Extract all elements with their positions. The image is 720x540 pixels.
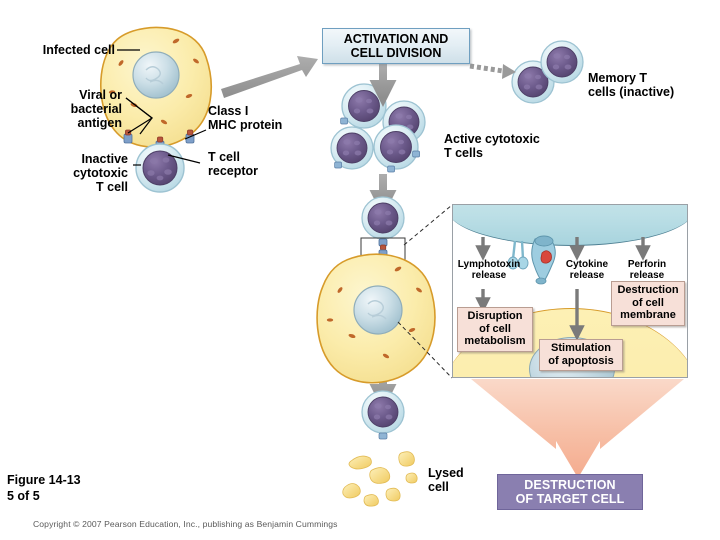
detail-panel-arrows	[475, 235, 651, 341]
arrow-lymphotoxin-1	[475, 237, 491, 261]
detail-panel-magnified: Lymphotoxin release Cytokine release Per…	[452, 204, 688, 378]
activation-cell-division-box: ACTIVATION AND CELL DIVISION	[322, 28, 470, 64]
active-cytotoxic-t-cells-label: Active cytotoxic T cells	[444, 132, 540, 160]
infected-cell-top	[100, 26, 212, 148]
lysing-t-cell	[361, 390, 405, 440]
infected-cell-label: Infected cell	[42, 43, 115, 57]
detail-callout-lines	[397, 204, 453, 379]
t-cell-receptor-label: T cell receptor	[208, 150, 259, 178]
disruption-metabolism-box: Disruption of cell metabolism	[457, 307, 533, 352]
copyright-notice: Copyright © 2007 Pearson Education, Inc.…	[33, 519, 338, 529]
arrow-lymphotoxin-2	[475, 289, 491, 313]
activation-arrow	[221, 56, 318, 98]
cytokine-vesicle	[531, 235, 556, 285]
class-i-mhc-protein-label: Class I MHC protein	[208, 104, 283, 132]
lymphotoxin-molecule	[507, 240, 529, 270]
cytokine-release-label: Cytokine release	[565, 259, 609, 282]
target-infected-cell	[316, 253, 436, 384]
arrow-cytokine-2	[569, 289, 585, 341]
destruction-of-target-cell-box: DESTRUCTION OF TARGET CELL	[497, 474, 643, 510]
destruction-funnel-arrow	[471, 379, 684, 478]
inactive-cytotoxic-t-cell-label: Inactive cytotoxic T cell	[73, 152, 128, 194]
figure-page: 5 of 5	[7, 489, 40, 503]
lymphotoxin-release-label: Lymphotoxin release	[457, 259, 521, 282]
memory-dotted-arrow	[469, 63, 516, 79]
inactive-cytotoxic-t-cell	[135, 143, 185, 193]
arrow-perforin-1	[635, 237, 651, 261]
destruction-membrane-box: Destruction of cell membrane	[611, 281, 685, 326]
memory-t-cells	[511, 40, 584, 104]
perforin-release-label: Perforin release	[627, 259, 667, 282]
figure-number: Figure 14-13	[7, 473, 81, 487]
viral-bacterial-antigen-label: Viral or bacterial antigen	[70, 88, 122, 130]
stimulation-apoptosis-box: Stimulation of apoptosis	[539, 339, 623, 372]
lysed-cell-fragments	[342, 451, 418, 507]
active-cytotoxic-t-cells	[330, 83, 426, 173]
memory-t-cells-label: Memory T cells (inactive)	[588, 71, 675, 99]
arrow-cytokine-1	[569, 237, 585, 261]
leader-lines	[117, 49, 207, 166]
lysed-cell-label: Lysed cell	[428, 466, 464, 494]
attacking-t-cell	[360, 196, 406, 273]
